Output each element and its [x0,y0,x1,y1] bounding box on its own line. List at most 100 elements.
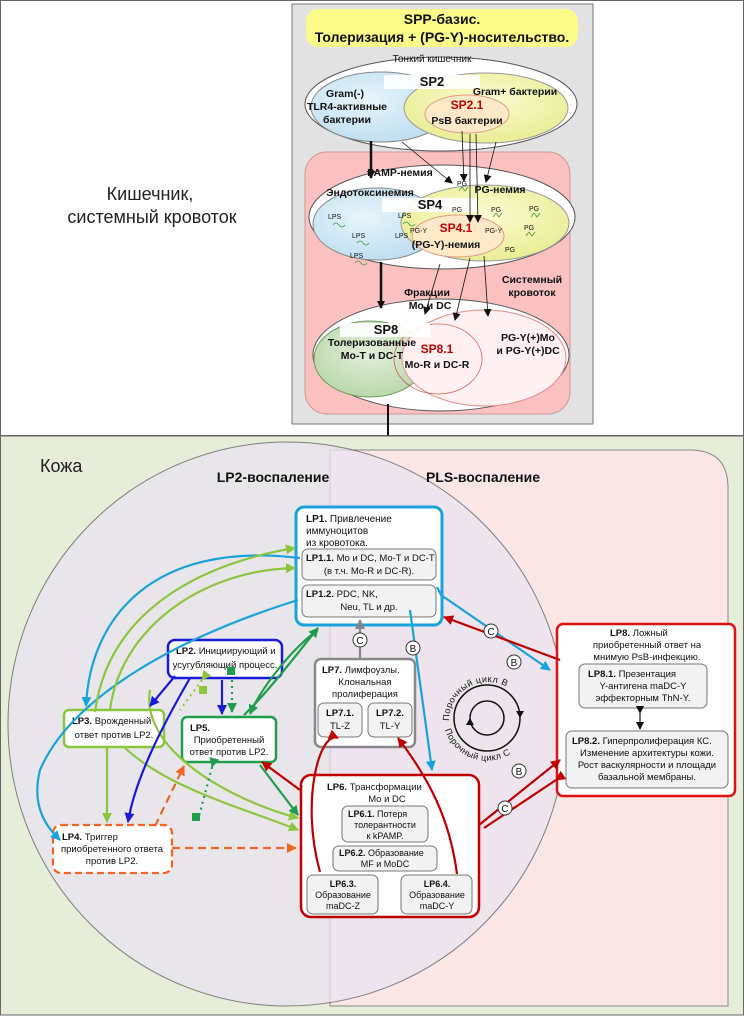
square-marker-3 [199,686,207,694]
skin-arrows [36,544,567,875]
fractions-1: Фракции [404,287,450,299]
lp72-box [367,702,413,738]
lp64-box [400,874,473,915]
lp72-id: LP7.2. [376,708,404,719]
lp7-line-0: LP7. Лимфоузлы. [322,665,400,676]
lp62-text-1: MF и MoDC [361,859,410,869]
lp3-line-0: LP3. Врожденный [72,716,151,727]
lp7-text-1: Клональная [338,677,391,688]
lp82-id: LP8.2. [572,736,600,747]
lp62-id: LP6.2. [339,848,366,858]
lp71-id: LP7.1. [326,708,354,719]
lps-tag-4: LPS [395,233,409,240]
lp81-id: LP8.1. [588,669,616,680]
lp82-text-1: Изменение архитектуры кожи. [580,748,714,759]
lp63-id: LP6.3. [330,879,357,889]
lp11-line-0: LP1.1. Mo и DC, Mo-T и DC-T [306,553,435,564]
lp2-id: LP2. [176,646,196,657]
lp5-text-1: ответ против LP2. [190,747,269,758]
pgy-tag-2: PG-Y [485,228,502,235]
lp2-text-0: Инициирующий и [199,646,276,657]
skin-title: Кожа [40,456,83,476]
lp7-text-2: пролиферация [332,689,398,700]
lp7-id: LP7. [322,665,342,676]
sp4-label: SP4 [418,197,443,212]
lp8-text-0: Ложный [633,628,668,639]
lp12-text-0: PDC, NK, [337,589,378,600]
marker-b-1: B [410,644,417,655]
lp1-text-1: иммуноцитов [306,526,368,537]
lp81-text-1: Y-антигена maDC-Y [600,681,688,692]
lp2-inflammation-title: LP2-воспаление [217,469,330,485]
lp61-box [341,805,429,843]
molecule-labels: LPS LPS LPS LPS LPS PG PG PG PG PG PG PG… [328,181,539,260]
lp12-id: LP1.2. [306,589,334,600]
lp61-id: LP6.1. [348,809,375,819]
spp-header-2: Толеризация + (PG-Y)-носительство. [315,29,570,45]
gram-neg-2: TLR4-активные [307,101,387,113]
pamp-label: PAMP-немия [367,167,432,179]
lp3-text-0: Врожденный [95,716,152,727]
lp11-box [301,548,437,581]
tolerized-2: Mo-T и DC-T [341,350,404,362]
pg-tag-3: PG [491,207,501,214]
tolerized-1: Толеризованные [328,337,416,349]
lp5-line-0: LP5. [190,723,210,734]
lp82-text-2: Рост васкулярности и площади [578,760,716,771]
systemic-2: кровоток [508,287,556,299]
lp81-line-0: LP8.1. Презентация [588,669,676,680]
lp11-text-1: (в т.ч. Mo-R и DC-R). [324,566,414,577]
square-marker-1 [227,667,235,675]
lp61-line-0: LP6.1. Потеря [348,809,407,819]
lp62-line-0: LP6.2. Образование [339,848,424,858]
lp1-text-2: из кровотока. [306,538,368,549]
pg-tag-1: PG [457,181,467,188]
lp5-id: LP5. [190,723,210,734]
lp4-box [51,823,174,875]
lp61-text-1: толерантности [354,820,416,830]
pg-tag-6: PG [505,247,515,254]
psb-label: PsB бактерии [431,115,502,127]
pls-inflammation-title: PLS-воспаление [426,469,540,485]
gut-label-2: системный кровоток [67,207,236,227]
pg-tag-2: PG [452,207,462,214]
gram-pos-label: Gram+ бактерии [473,86,557,98]
lp2-text-1: усугубляющий процесс. [173,660,278,671]
lp81-text-2: эффекторным ThN-Y. [596,693,691,704]
lp61-text-0: Потеря [377,809,407,819]
lp2-line-0: LP2. Инициирующий и [176,646,276,657]
lp4-text-2: против LP2. [86,856,138,867]
lp4-id: LP4. [62,832,82,843]
lp82-line-0: LP8.2. Гиперпролиферация КС. [572,736,712,747]
marker-b-3: B [516,767,523,778]
lp11-text-0: Mo и DC, Mo-T и DC-T [337,553,435,564]
lp82-text-3: базальной мембраны. [598,772,696,783]
endotox-label: Эндотоксинемия [326,187,414,199]
lps-tag-3: LPS [398,213,412,220]
lp2-box [166,638,284,680]
lps-tag-5: LPS [350,253,364,260]
lp4-line-0: LP4. Триггер [62,832,118,843]
pg-tag-5: PG [524,225,534,232]
lp1-id: LP1. [306,514,327,525]
lps-tag-2: LPS [352,233,366,240]
molecule-glyphs [332,186,541,266]
lp3-box [62,708,166,749]
sp41-label: SP4.1 [440,221,473,235]
lp4-text-0: Триггер [85,832,118,843]
marker-c-2: C [487,627,494,638]
pgy-mo-1: PG-Y(+)Mo [501,332,555,344]
small-intestine-label: Тонкий кишечник [393,54,472,65]
lp7-text-0: Лимфоузлы. [345,665,400,676]
lp82-text-0: Гиперпролиферация КС. [603,736,712,747]
marker-c-1: C [356,636,363,647]
pgy-tag-1: PG-Y [410,228,427,235]
lp3-text-1: ответ против LP2. [75,730,154,741]
mor-label: Mo-R и DC-R [405,359,470,371]
lp3-id: LP3. [72,716,92,727]
pgy-nemia-label: (PG-Y)-немия [412,239,481,251]
sp21-label: SP2.1 [451,98,484,112]
lp82-box [565,730,729,789]
lp5-box [180,715,278,764]
